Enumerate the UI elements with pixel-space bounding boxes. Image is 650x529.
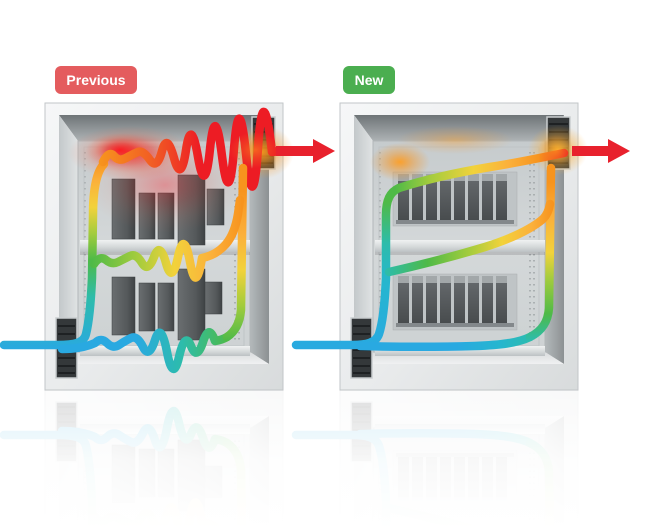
red-exit-arrow bbox=[276, 139, 335, 163]
cabinet-previous bbox=[0, 102, 335, 391]
new-badge-label: New bbox=[355, 72, 384, 88]
reflection-fade bbox=[0, 391, 650, 529]
previous-badge: Previous bbox=[55, 66, 137, 94]
warm-haze-top bbox=[397, 126, 513, 154]
cabinet-new bbox=[291, 102, 630, 391]
flow-middle-turbulent bbox=[89, 195, 245, 282]
flow-right-rise bbox=[222, 163, 248, 342]
warm-glow-topleft bbox=[370, 143, 430, 181]
flow-diagonal-smooth bbox=[384, 199, 555, 277]
flow-inlet-rise-left bbox=[0, 159, 109, 350]
new-badge: New bbox=[343, 66, 395, 94]
exhaust-glow-top bbox=[229, 132, 281, 168]
exhaust-glow-top bbox=[538, 135, 574, 165]
previous-badge-label: Previous bbox=[66, 72, 125, 88]
red-exit-arrow bbox=[572, 139, 630, 163]
flow-right-rise bbox=[525, 163, 556, 342]
flow-bottom-turbulent bbox=[57, 328, 232, 373]
flow-bottom-smooth bbox=[355, 332, 535, 351]
